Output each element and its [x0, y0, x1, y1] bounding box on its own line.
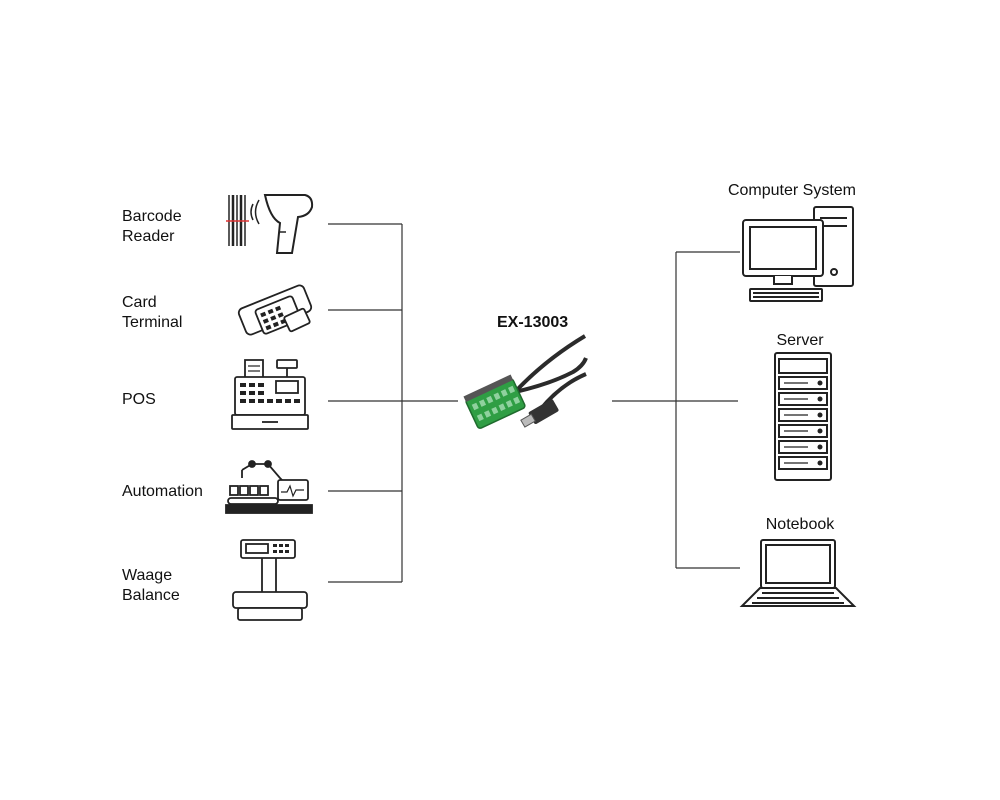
usb-terminal-adapter-icon: [463, 334, 588, 429]
weighing-scale-icon: [232, 539, 308, 621]
device-label-waage-balance: Waage Balance: [122, 567, 180, 604]
right-connector-lines: [612, 251, 740, 569]
automation-robot-icon: [225, 460, 313, 514]
device-label-card-terminal: Card Terminal: [122, 294, 183, 331]
device-label-barcode-reader: Barcode Reader: [122, 208, 182, 245]
device-label-automation: Automation: [122, 483, 203, 500]
device-label-pos: POS: [122, 391, 156, 408]
server-rack-icon: [774, 352, 832, 481]
adapter-label: EX-13003: [497, 314, 569, 331]
host-label-computer-system: Computer System: [727, 182, 857, 199]
host-label-notebook: Notebook: [765, 516, 835, 533]
barcode-reader-icon: [226, 194, 314, 254]
host-label-server: Server: [776, 332, 824, 349]
left-connector-lines: [328, 223, 458, 583]
card-terminal-icon: [237, 284, 313, 336]
laptop-icon: [739, 539, 857, 607]
desktop-computer-icon: [742, 206, 854, 302]
pos-register-icon: [231, 359, 309, 430]
